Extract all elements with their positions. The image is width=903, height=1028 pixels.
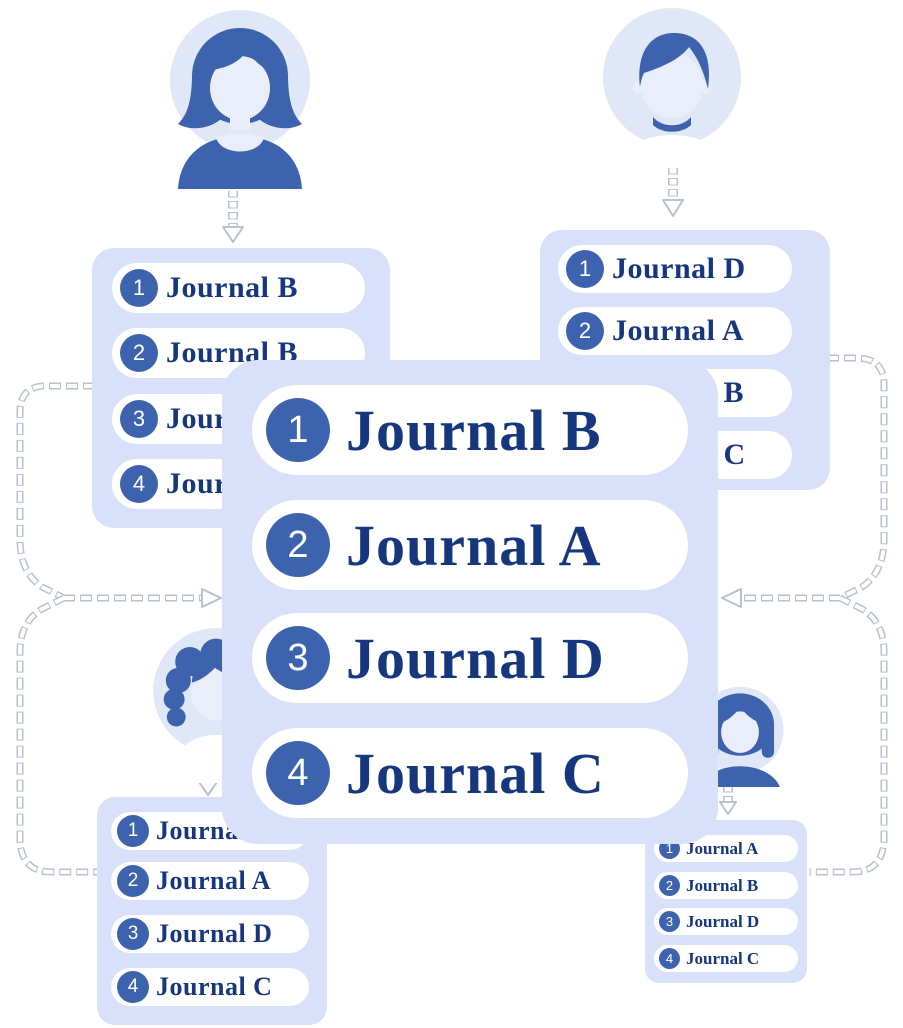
journal-label: Journal B [346,397,602,463]
journal-label: Journal C [156,972,273,1001]
ranking-row: 3 Journal D [252,613,688,703]
rank-badge: 2 [659,875,680,896]
rank-badge: 1 [266,398,330,462]
arrowhead-down-icon [719,801,737,815]
journal-label: Journal B [686,875,759,895]
journal-label: Journal B [166,271,299,304]
avatar-woman-top-left [170,10,310,189]
rank-badge: 3 [117,918,149,950]
rank-badge: 2 [566,312,604,350]
arrowhead-down-icon [662,199,684,217]
rank-badge: 1 [117,815,149,847]
arrowhead-down-icon [222,226,244,243]
ranking-row: 2 Journal A [252,500,688,590]
ranking-row: 2 Journal B [654,872,798,899]
consensus-ranking-card: 1 Journal B 2 Journal A 3 Journal D 4 Jo… [222,360,718,844]
journal-label: Journal D [156,919,273,948]
ranking-row: 3 Journal D [111,915,309,953]
journal-label: Journal A [686,838,759,858]
journal-label: Journal D [686,911,760,931]
ranking-row: 1 Journal D [558,245,792,293]
rank-badge: 1 [566,250,604,288]
journal-label: Journal A [156,866,272,895]
dashed-connector-right [721,354,888,876]
avatar-arrow-top-left [222,191,244,243]
journal-label: Journal C [686,948,760,968]
avatar-man-top-right [603,8,741,165]
ranking-row: 1 Journal B [112,263,365,313]
ranking-row: 1 Journal B [252,385,688,475]
journal-label: Journal D [612,252,746,285]
ranking-row: 4 Journal C [654,945,798,972]
ranking-card-bottom-right: 1 Journal A 2 Journal B 3 Journal D 4 Jo… [645,820,807,983]
rank-badge: 2 [266,513,330,577]
ranking-row: 4 Journal C [252,728,688,818]
journal-label: Journal D [346,625,605,691]
ranking-row: 2 Journal A [558,307,792,355]
arrowhead-down-icon [198,781,218,796]
rank-badge: 4 [266,741,330,805]
arrowhead-right-icon [201,588,222,608]
rank-badge: 4 [659,948,680,969]
rank-badge: 3 [659,911,680,932]
rank-badge: 4 [120,465,158,503]
dashed-connector-left [16,382,222,876]
journal-label: Journal A [612,314,745,347]
rank-badge: 2 [120,334,158,372]
ranking-row: 4 Journal C [111,968,309,1006]
arrowhead-left-icon [721,588,742,608]
journal-label: Journal C [346,740,605,806]
avatar-arrow-top-right [662,168,684,217]
avatar-arrow-bottom-right [719,786,737,815]
journal-label: Journal A [346,512,602,578]
rank-badge: 1 [120,269,158,307]
ranking-row: 3 Journal D [654,908,798,935]
rank-badge: 2 [117,865,149,897]
rank-badge: 4 [117,971,149,1003]
ranking-row: 2 Journal A [111,862,309,900]
rank-badge: 3 [266,626,330,690]
rank-badge: 3 [120,400,158,438]
